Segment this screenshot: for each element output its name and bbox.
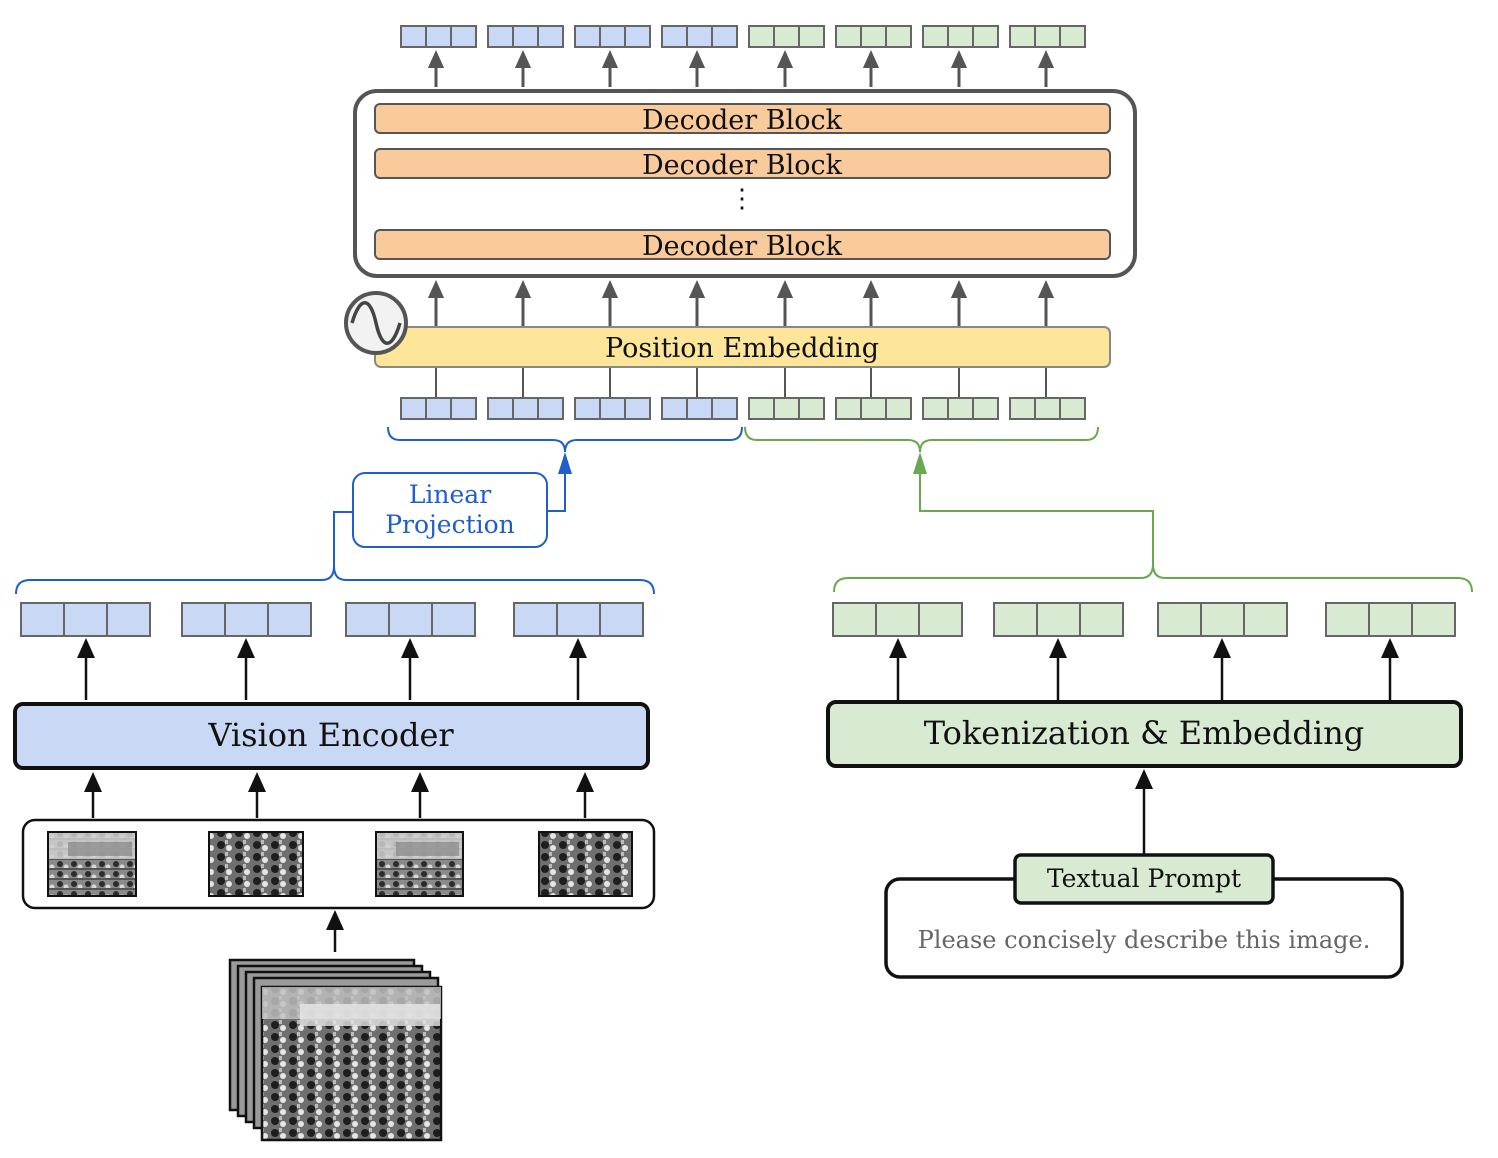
vision-encoder-token (181, 602, 312, 637)
decoder-output-arrow (601, 50, 619, 87)
linear-projection-line1: Linear (409, 480, 491, 509)
prompt-to-tokenizer-arrow (1135, 769, 1153, 855)
text-path-arrowhead (913, 452, 927, 474)
pos-to-decoder-arrow (601, 280, 619, 326)
decoder-output-arrow (427, 50, 445, 87)
vision-encoder-output-arrow (237, 638, 255, 700)
decoder-block-1-label: Decoder Block (642, 105, 843, 136)
text-encoder-output-arrow (1049, 638, 1067, 700)
text-encoder-output-arrow (1381, 638, 1399, 700)
frame-thumbnail (375, 831, 464, 897)
visual-token (661, 397, 738, 420)
decoder-ellipsis: ⋮ (729, 184, 755, 214)
text-lower-brace (833, 472, 1473, 593)
decoder-output-arrow (862, 50, 880, 87)
output-visual-token (400, 25, 477, 48)
pos-to-decoder-arrow (514, 280, 532, 326)
text-encoder-output-arrow (889, 638, 907, 700)
prompt-text: Please concisely describe this image. (918, 926, 1371, 954)
text-encoder-label: Tokenization & Embedding (924, 714, 1364, 752)
text-token (922, 397, 999, 420)
output-visual-token (574, 25, 651, 48)
text-encoder-token (1157, 602, 1288, 637)
projection-arrowhead (558, 452, 572, 474)
text-token (835, 397, 912, 420)
visual-token-brace (387, 426, 743, 453)
vision-encoder-box (13, 702, 650, 770)
visual-token (574, 397, 651, 420)
decoder-block-2 (374, 148, 1111, 179)
position-embedding-label: Position Embedding (605, 333, 879, 364)
decoder-block-last (374, 229, 1111, 260)
decoder-output-arrow (514, 50, 532, 87)
decoder-arrows (427, 50, 1055, 398)
linear-projection-line2: Projection (385, 510, 515, 539)
prompt-title: Textual Prompt (1047, 864, 1241, 893)
output-text-token (835, 25, 912, 48)
pos-to-decoder-arrow (776, 280, 794, 326)
text-encoder-box (826, 700, 1463, 768)
vision-encoder-label: Vision Encoder (207, 716, 454, 754)
output-token-row (400, 25, 1086, 48)
text-token (1009, 397, 1086, 420)
text-encoder-output-arrow (1213, 638, 1231, 700)
decoder-output-arrow (776, 50, 794, 87)
visual-token (487, 397, 564, 420)
frame-thumbnails (47, 831, 633, 897)
output-visual-token (487, 25, 564, 48)
pos-to-decoder-arrow (1037, 280, 1055, 326)
visual-lower-brace (15, 511, 655, 595)
input-token-row (400, 397, 1086, 420)
output-visual-token (661, 25, 738, 48)
vision-encoder-token (20, 602, 151, 637)
frame-thumbnail (538, 831, 633, 897)
decoder-block-1 (374, 103, 1111, 134)
encoder-token-rows (20, 602, 1456, 637)
frame-to-encoder-arrow (84, 772, 102, 818)
pos-to-decoder-arrow (950, 280, 968, 326)
sine-wave-icon (344, 291, 408, 355)
vision-encoder-output-arrow (401, 638, 419, 700)
vision-encoder-output-arrow (77, 638, 95, 700)
pos-to-decoder-arrow (862, 280, 880, 326)
text-encoder-token (1325, 602, 1456, 637)
decoder-block-2-label: Decoder Block (642, 150, 843, 181)
pos-to-decoder-arrow (427, 280, 445, 326)
output-text-token (748, 25, 825, 48)
projection-to-brace-line (547, 470, 566, 512)
output-text-token (1009, 25, 1086, 48)
text-encoder-token (832, 602, 963, 637)
text-token-brace (744, 426, 1099, 453)
visual-token (400, 397, 477, 420)
decoder-output-arrow (688, 50, 706, 87)
vision-encoder-token (513, 602, 644, 637)
frame-to-encoder-arrow (248, 772, 266, 818)
pipeline-arrows (77, 638, 1399, 952)
vision-encoder-output-arrow (569, 638, 587, 700)
frames-container (21, 818, 656, 910)
output-text-token (922, 25, 999, 48)
frame-to-encoder-arrow (411, 772, 429, 818)
text-encoder-token (993, 602, 1124, 637)
text-token (748, 397, 825, 420)
vision-encoder-token (345, 602, 476, 637)
decoder-block-last-label: Decoder Block (642, 231, 843, 262)
frame-thumbnail (208, 831, 304, 897)
frame-to-encoder-arrow (576, 772, 594, 818)
pos-to-decoder-arrow (688, 280, 706, 326)
video-clip-stack (228, 958, 443, 1142)
decoder-output-arrow (1037, 50, 1055, 87)
decoder-output-arrow (950, 50, 968, 87)
frame-thumbnail (47, 831, 137, 897)
video-to-frames-arrow (326, 910, 344, 952)
